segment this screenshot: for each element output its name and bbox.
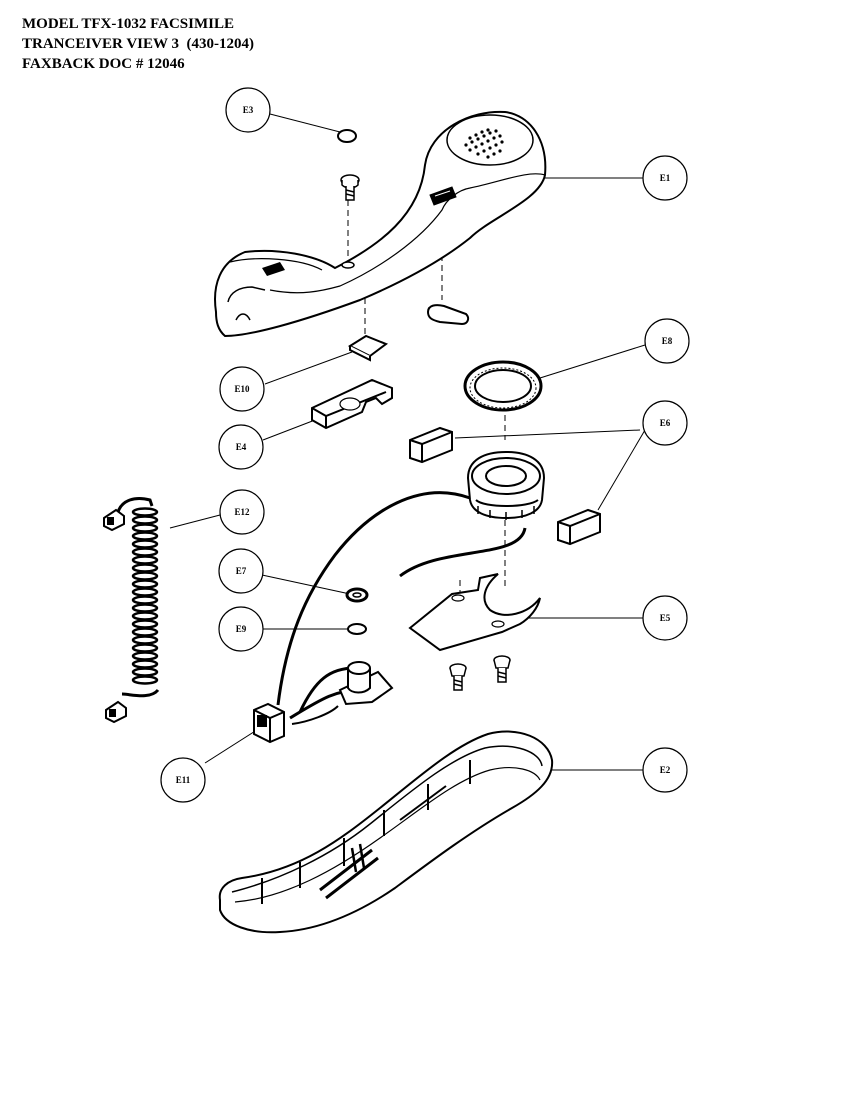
weight-block-lower	[557, 508, 601, 546]
hook-switch-lever	[426, 304, 470, 326]
callout-e12: E12	[219, 489, 265, 535]
lower-shell-ribs	[261, 760, 471, 904]
leader-e8	[539, 344, 646, 379]
coiled-cord-part	[116, 497, 160, 698]
leader-e10	[264, 351, 353, 385]
callout-e3-label: E3	[243, 105, 254, 115]
callout-e5: E5	[642, 595, 688, 641]
callout-e8-label: E8	[662, 336, 673, 346]
callout-e10-label: E10	[234, 384, 250, 394]
leader-e3	[269, 113, 341, 133]
document-header: MODEL TFX-1032 FACSIMILE TRANCEIVER VIEW…	[22, 14, 254, 74]
leader-e4	[262, 419, 316, 441]
callout-e3: E3	[225, 87, 271, 133]
handset-switch-slot	[429, 186, 457, 206]
handset-screw	[340, 174, 360, 201]
mouthpiece-grille	[262, 262, 285, 276]
modular-connector-part	[253, 702, 285, 744]
microphone-washer-part	[345, 587, 369, 603]
callout-e4: E4	[218, 424, 264, 470]
leader-lines	[169, 113, 646, 771]
cord-plug-top	[103, 508, 125, 532]
header-view-line: TRANCEIVER VIEW 3 (430-1204)	[22, 36, 254, 52]
callout-e6-label: E6	[660, 418, 671, 428]
callout-e10: E10	[219, 366, 265, 412]
leader-e6-a	[454, 429, 641, 439]
leader-e6-b	[597, 429, 646, 511]
callout-e4-label: E4	[236, 442, 247, 452]
microphone-pad-part	[347, 623, 367, 635]
callout-e8: E8	[644, 318, 690, 364]
callout-e1-label: E1	[660, 173, 671, 183]
callout-e7: E7	[218, 548, 264, 594]
handset-lower-shell	[218, 730, 554, 934]
pcb-screw-right	[493, 655, 511, 683]
header-doc-line: FAXBACK DOC # 12046	[22, 56, 185, 72]
callout-e12-label: E12	[234, 507, 250, 517]
leader-e7	[261, 574, 351, 595]
callout-e5-label: E5	[660, 613, 671, 623]
receiver-element	[466, 450, 546, 520]
receiver-ring-part	[463, 360, 543, 412]
leader-e11	[204, 727, 261, 764]
callout-e11-label: E11	[176, 775, 191, 785]
callout-e2: E2	[642, 747, 688, 793]
earpiece-grille	[464, 128, 504, 159]
circuit-board-part	[408, 573, 541, 652]
callout-e1: E1	[642, 155, 688, 201]
cord-plug-bottom	[105, 700, 127, 724]
callout-e9-label: E9	[236, 624, 247, 634]
screw-cap-part	[337, 129, 357, 143]
hook-block-part	[311, 378, 393, 430]
screw-boss-hole	[341, 261, 355, 269]
callout-e2-label: E2	[660, 765, 671, 775]
weight-block-upper	[409, 426, 453, 464]
pcb-screw-left	[449, 663, 467, 691]
rubber-pad-part	[347, 334, 389, 362]
handset-upper-shell	[214, 110, 547, 338]
leader-e12	[169, 514, 221, 529]
callout-e9: E9	[218, 606, 264, 652]
callout-e11: E11	[160, 757, 206, 803]
header-model-line: MODEL TFX-1032 FACSIMILE	[22, 16, 234, 32]
callout-e7-label: E7	[236, 566, 247, 576]
callout-e6: E6	[642, 400, 688, 446]
microphone-assembly	[338, 661, 394, 706]
